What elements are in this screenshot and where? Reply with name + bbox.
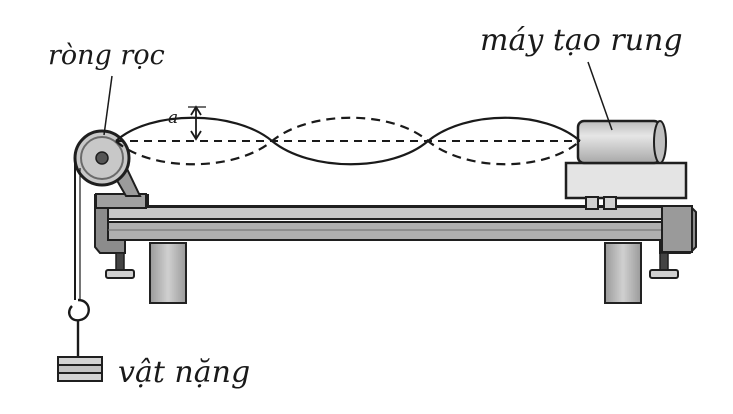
hook (68, 298, 90, 358)
table-legs (149, 242, 642, 304)
weight-label: vật nặng (118, 355, 251, 390)
pulley-label: ròng rọc (48, 40, 165, 71)
hanging-string (74, 158, 81, 300)
amplitude-label: a (168, 108, 179, 128)
amplitude-marker (188, 105, 206, 141)
table-clamps (105, 252, 679, 279)
table-rail (94, 193, 697, 254)
hanging-weight (57, 356, 103, 382)
standing-wave-string (115, 116, 581, 166)
vibrator-label: máy tạo rung (480, 23, 683, 58)
vibrator (564, 119, 688, 210)
